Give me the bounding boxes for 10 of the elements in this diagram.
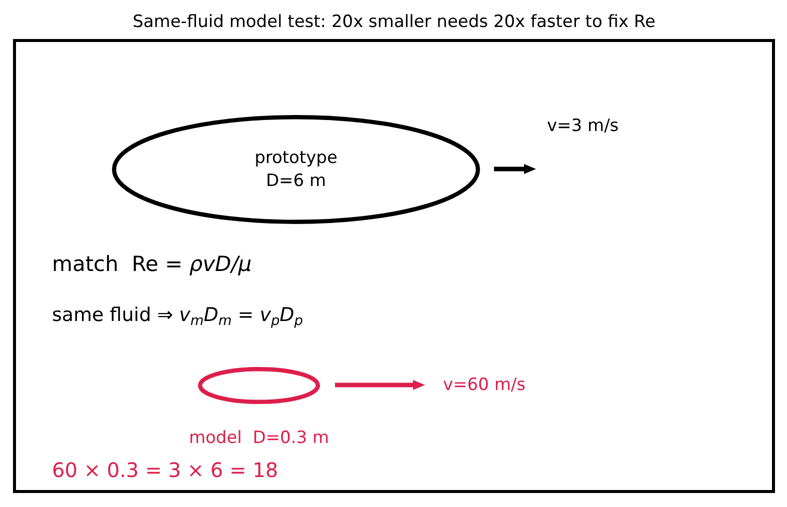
equation: same fluid ⇒ v$_{m}$D$_{m}$ = v$_{p}$D$_{p}$ (52, 304, 303, 326)
velocity-label: v=3 m/s (547, 116, 619, 136)
velocity-label: v=60 m/s (443, 374, 526, 396)
diagram-title: Same-fluid model test: 20x smaller needs 20x faster to fix Re (132, 12, 656, 32)
equation: match Re = ρvD/μ (52, 252, 252, 278)
ellipse-outline (112, 115, 480, 224)
calculation: 60 × 0.3 = 3 × 6 = 18 (52, 458, 278, 482)
node-label: prototype D=6 m (254, 147, 338, 192)
ellipse-outline (198, 367, 320, 404)
node-caption: model D=0.3 m (188, 428, 330, 448)
